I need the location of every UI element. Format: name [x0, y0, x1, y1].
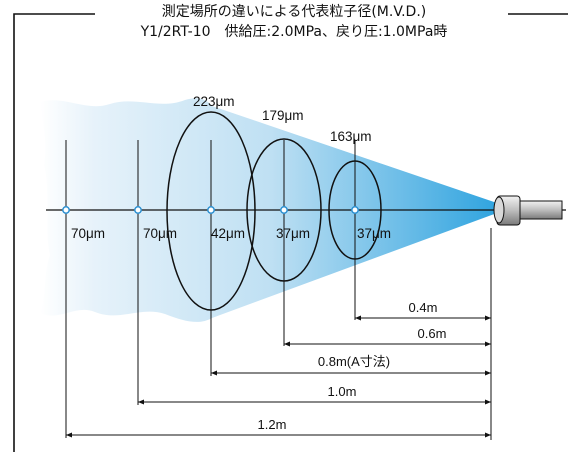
dim-label-0.6m: 0.6m: [418, 326, 447, 341]
size-label-4: 37μm: [276, 226, 310, 241]
marker-5: [351, 206, 359, 214]
marker-3: [207, 206, 215, 214]
dim-label-1.2m: 1.2m: [258, 417, 287, 432]
marker-1: [62, 206, 70, 214]
size-label-5: 37μm: [357, 226, 391, 241]
marker-2: [134, 206, 142, 214]
marker-4: [280, 206, 288, 214]
reference-lines: [65, 140, 356, 438]
nozzle: [493, 195, 563, 226]
top-label-223: 223μm: [193, 94, 235, 109]
dim-label-0.8m: 0.8m(A寸法): [318, 354, 390, 369]
size-label-2: 70μm: [143, 226, 177, 241]
measurement-markers: [62, 206, 359, 214]
top-label-179: 179μm: [262, 108, 304, 123]
dimension-lines: [66, 228, 492, 440]
dim-label-1.0m: 1.0m: [328, 384, 357, 399]
top-label-163: 163μm: [330, 129, 372, 144]
size-label-1: 70μm: [71, 226, 105, 241]
title-line-1: 測定場所の違いによる代表粒子径(M.V.D.): [162, 4, 427, 20]
dim-label-0.4m: 0.4m: [409, 300, 438, 315]
size-label-3: 42μm: [211, 226, 245, 241]
title-line-2: Y1/2RT-10 供給圧:2.0MPa、戻り圧:1.0MPa時: [140, 24, 448, 40]
frame: [13, 13, 568, 452]
